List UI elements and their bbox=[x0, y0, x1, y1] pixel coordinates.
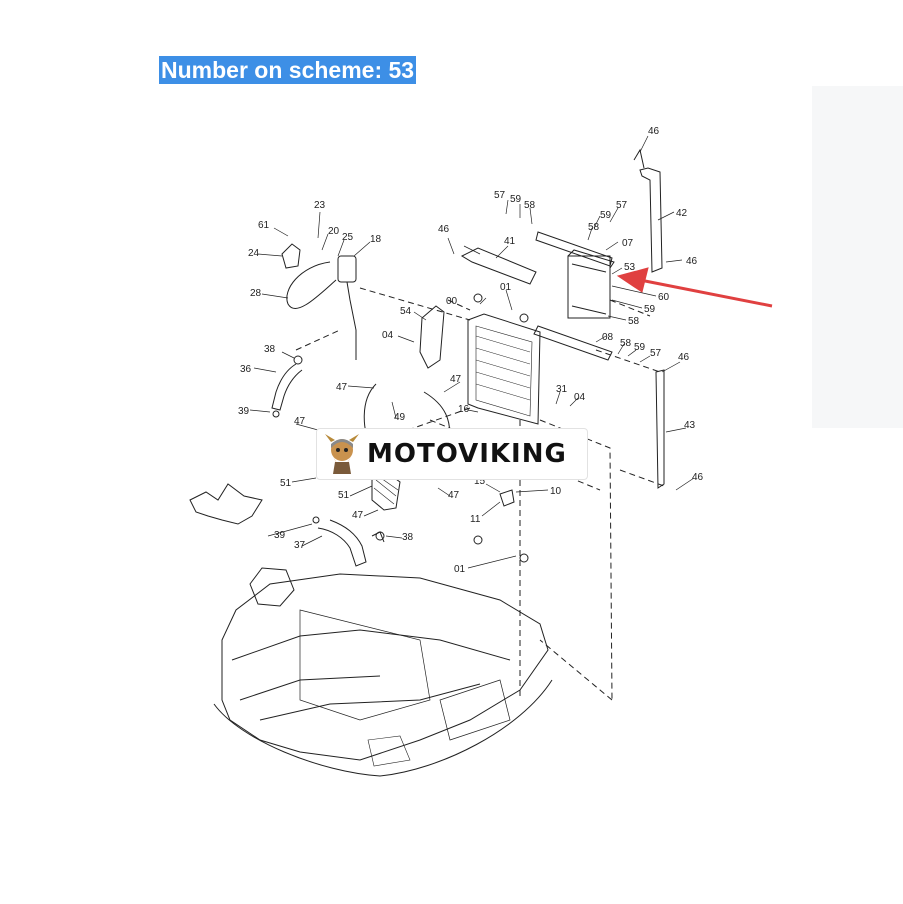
label-39: 39 bbox=[238, 406, 250, 417]
label-46: 46 bbox=[692, 472, 704, 483]
label-46-top: 46 bbox=[648, 126, 660, 137]
bracket-41 bbox=[460, 247, 537, 285]
label-49: 49 bbox=[394, 412, 406, 423]
upper-frame bbox=[221, 573, 549, 761]
label-10: 10 bbox=[550, 486, 562, 497]
label-16: 16 bbox=[458, 404, 470, 415]
label-47: 47 bbox=[448, 490, 460, 501]
label-07: 07 bbox=[622, 238, 634, 249]
label-31: 31 bbox=[556, 384, 568, 395]
label-60: 60 bbox=[658, 292, 670, 303]
viking-mascot-icon bbox=[325, 434, 359, 474]
label-53: 53 bbox=[624, 262, 636, 273]
radiator-00 bbox=[467, 313, 541, 425]
label-46: 46 bbox=[678, 352, 690, 363]
reservoir-18 bbox=[337, 255, 357, 283]
label-38: 38 bbox=[402, 532, 414, 543]
label-01: 01 bbox=[454, 564, 466, 575]
label-18: 18 bbox=[370, 234, 382, 245]
label-38: 38 bbox=[264, 344, 276, 355]
label-57: 57 bbox=[494, 190, 506, 201]
label-59: 59 bbox=[634, 342, 646, 353]
label-59: 59 bbox=[600, 210, 612, 221]
label-54: 54 bbox=[400, 306, 412, 317]
label-57: 57 bbox=[650, 348, 662, 359]
label-15: 15 bbox=[474, 476, 486, 487]
strip-08 bbox=[533, 325, 613, 361]
bracket-42 bbox=[639, 167, 663, 273]
label-24: 24 bbox=[248, 248, 260, 259]
hose-28 bbox=[286, 261, 337, 309]
label-23: 23 bbox=[314, 200, 326, 211]
label-37: 37 bbox=[294, 540, 306, 551]
label-41: 41 bbox=[504, 236, 516, 247]
label-28: 28 bbox=[250, 288, 262, 299]
oil-cooler-53 bbox=[567, 255, 611, 319]
label-04: 04 bbox=[382, 330, 394, 341]
label-42: 42 bbox=[676, 208, 688, 219]
label-59: 59 bbox=[510, 194, 522, 205]
label-46: 46 bbox=[438, 224, 450, 235]
label-47: 47 bbox=[352, 510, 364, 521]
label-11: 11 bbox=[470, 514, 481, 525]
label-58: 58 bbox=[588, 222, 600, 233]
scheme-number-title: Number on scheme: 53 bbox=[159, 56, 417, 84]
label-51: 51 bbox=[338, 490, 350, 501]
label-25: 25 bbox=[342, 232, 354, 243]
strip-07 bbox=[535, 231, 613, 267]
label-58: 58 bbox=[628, 316, 640, 327]
label-00: 00 bbox=[446, 296, 458, 307]
label-51: 51 bbox=[280, 478, 292, 489]
label-57: 57 bbox=[616, 200, 628, 211]
label-47: 47 bbox=[450, 374, 462, 385]
side-panel bbox=[812, 86, 903, 428]
label-04: 04 bbox=[574, 392, 586, 403]
label-46: 46 bbox=[686, 256, 698, 267]
brand-name: MOTOVIKING bbox=[367, 439, 567, 469]
highlight-arrow bbox=[616, 267, 773, 308]
label-58: 58 bbox=[524, 200, 536, 211]
label-47: 47 bbox=[336, 382, 348, 393]
label-61: 61 bbox=[258, 220, 270, 231]
label-47: 47 bbox=[294, 416, 306, 427]
shroud-54 bbox=[419, 305, 445, 369]
label-08: 08 bbox=[602, 332, 614, 343]
label-20: 20 bbox=[328, 226, 340, 237]
hose-37 bbox=[317, 519, 367, 567]
brand-logo: MOTOVIKING bbox=[316, 428, 588, 480]
label-01: 01 bbox=[500, 282, 512, 293]
label-43: 43 bbox=[684, 420, 696, 431]
label-39: 39 bbox=[274, 530, 286, 541]
label-59: 59 bbox=[644, 304, 656, 315]
label-58: 58 bbox=[620, 338, 632, 349]
post-43 bbox=[655, 369, 665, 489]
label-36: 36 bbox=[240, 364, 252, 375]
hose-36 bbox=[271, 363, 303, 411]
